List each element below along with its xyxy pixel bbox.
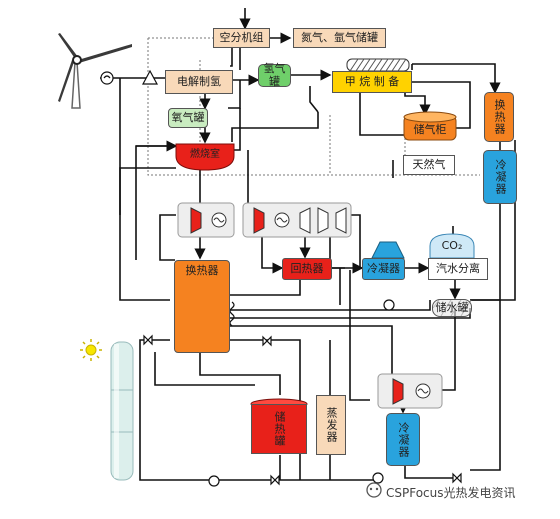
wind-turbine-icon [58, 33, 132, 109]
regenerator: 回热器 [282, 258, 332, 280]
heat-storage-label: 储热罐 [273, 411, 287, 447]
natural-gas: 天然气 [403, 155, 455, 175]
oxygen-tank-label: 氧气罐 [171, 110, 205, 124]
air-separation-unit: 空分机组 [213, 28, 270, 48]
condenser-mid: 冷凝器 [362, 258, 405, 280]
condenser-low-label: 冷凝器 [397, 421, 411, 458]
heat-exchanger-top-label: 换热器 [493, 99, 507, 135]
oxygen-tank: 氧气罐 [168, 108, 208, 128]
sun-icon [80, 339, 102, 361]
watermark-text: CSPFocus光热发电资讯 [386, 486, 516, 500]
turbine-generator-3 [377, 373, 443, 409]
gas-holder: 储气柜 [404, 120, 456, 140]
water-storage-tank: 储水罐 [432, 299, 472, 317]
combustion-chamber: 燃烧室 [176, 144, 234, 164]
evaporator-label: 蒸发器 [325, 407, 339, 443]
heat-storage-tank: 储热罐 [251, 404, 307, 454]
condenser-top: 冷凝器 [483, 150, 517, 204]
co2-dome-shape [429, 233, 475, 259]
methane-hatched-tank [346, 58, 410, 72]
watermark-logo-icon [366, 482, 382, 498]
gas-holder-shape [403, 111, 457, 141]
co2-label: CO₂ [441, 238, 463, 252]
heat-exchanger-top: 换热器 [484, 92, 514, 142]
regenerator-label: 回热器 [290, 261, 324, 275]
electrolysis-unit: 电解制氢 [165, 70, 233, 94]
combustion-chamber-shape [175, 143, 235, 171]
water-steam-separator: 汽水分离 [428, 258, 488, 280]
turbine-group-2 [242, 202, 352, 238]
co2-label-box: CO₂ [436, 238, 468, 254]
gas-holder-label: 储气柜 [413, 122, 447, 136]
hydrogen-tank-label: 氢气罐 [263, 62, 286, 88]
turbine-generator-1 [177, 202, 235, 238]
methane-prep-label: 甲 烷 制 备 [344, 74, 400, 88]
nitrogen-argon-tank: 氮气、氩气储罐 [293, 28, 386, 48]
main-heat-exchanger-label: 换热器 [185, 264, 219, 277]
condenser-mid-shape [371, 241, 405, 259]
natural-gas-label: 天然气 [412, 157, 446, 171]
storage-tank-label: 储水罐 [435, 300, 469, 314]
hydrogen-tank: 氢气罐 [258, 62, 291, 88]
separation-label: 汽水分离 [436, 261, 480, 275]
condenser-low: 冷凝器 [386, 413, 420, 466]
condenser-mid-label: 冷凝器 [367, 261, 400, 275]
nitrogen-argon-label: 氮气、氩气储罐 [301, 30, 378, 44]
condenser-top-label: 冷凝器 [494, 159, 508, 195]
evaporator: 蒸发器 [316, 395, 346, 455]
air-separation-label: 空分机组 [219, 30, 264, 44]
solar-collector-tubes [110, 341, 134, 481]
methane-preparation: 甲 烷 制 备 [332, 71, 412, 93]
electrolysis-label: 电解制氢 [177, 74, 221, 88]
main-heat-exchanger: 换热器 [174, 260, 230, 353]
combustion-label: 燃烧室 [190, 148, 220, 160]
